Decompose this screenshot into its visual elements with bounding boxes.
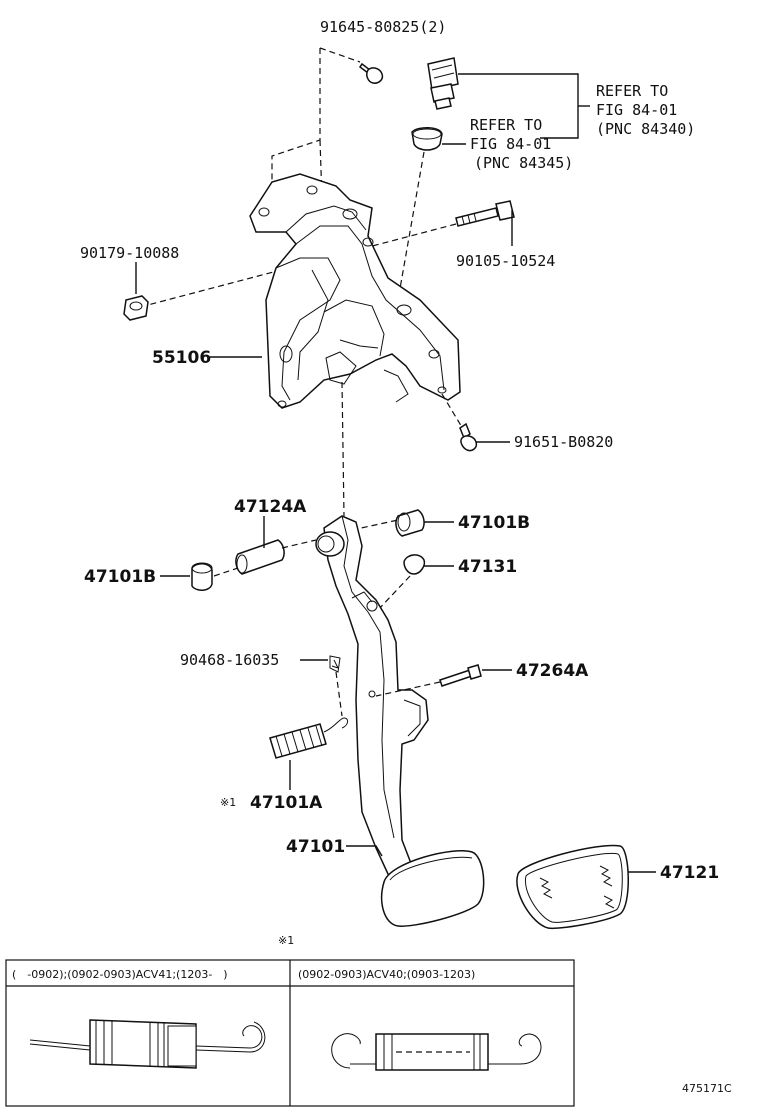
inset-right-header: (0902-0903)ACV40;(0903-1203) (298, 968, 475, 981)
label-91651: 91651-B0820 (514, 433, 613, 451)
label-47264a: 47264A (516, 661, 589, 681)
pin-47264a-icon (439, 664, 482, 687)
guide-cushion (397, 151, 425, 301)
guide-collar (281, 539, 317, 549)
pedal-bracket-55106-icon (249, 173, 461, 409)
collar-47124a-icon (235, 539, 285, 575)
clip-90468-icon (329, 655, 341, 673)
guide-bolt-left (271, 48, 321, 196)
label-refer2-b: FIG 84-01 (470, 135, 551, 153)
stopper-47131-icon (403, 554, 426, 575)
bushing-47101b-left-icon (191, 562, 213, 591)
label-refer1-a: REFER TO (596, 82, 668, 100)
switch-cushion-icon (411, 127, 443, 151)
label-90468: 90468-16035 (180, 651, 279, 669)
label-refer1-c: (PNC 84340) (596, 120, 695, 138)
label-90105: 90105-10524 (456, 252, 555, 270)
bolt-91651-icon (459, 422, 478, 452)
label-47101a-mark: ※1 (220, 796, 236, 809)
bolt-91645-icon (358, 62, 384, 84)
label-47101b-left: 47101B (84, 567, 156, 587)
inset-marker: ※1 (278, 934, 294, 947)
inset-left-header: ( -0902);(0902-0903)ACV41;(1203- ) (12, 968, 228, 981)
guide-clip (335, 671, 343, 717)
spring-variant-b-icon (331, 1033, 542, 1071)
label-47101: 47101 (286, 837, 345, 857)
label-47101b-right: 47101B (458, 513, 530, 533)
guide-bushing-left (213, 567, 239, 577)
pedal-pad-47121-icon (516, 844, 629, 930)
label-refer2-c: (PNC 84345) (474, 154, 573, 172)
label-47124a: 47124A (234, 497, 307, 517)
return-spring-47101a-icon (269, 717, 349, 759)
bushing-47101b-right-icon (395, 509, 425, 537)
figure-id: 475171C (682, 1082, 732, 1095)
label-90179: 90179-10088 (80, 244, 179, 262)
brake-pedal-arm-47101-icon (315, 515, 485, 927)
label-91645: 91645-80825(2) (320, 18, 446, 36)
guide-pin (375, 681, 441, 697)
guide-47131 (377, 575, 411, 611)
leader-47101 (346, 845, 383, 857)
label-47121: 47121 (660, 863, 719, 883)
guide-bushing-right (351, 519, 399, 531)
label-47101a: 47101A (250, 793, 323, 813)
label-refer2-a: REFER TO (470, 116, 542, 134)
label-47131: 47131 (458, 557, 517, 577)
spring-variant-a-icon (29, 1019, 266, 1069)
guide-pivot (341, 381, 345, 517)
stop-lamp-switch-icon (427, 57, 459, 110)
bolt-90105-icon (455, 200, 515, 227)
guide-91651 (441, 393, 467, 435)
label-refer1-b: FIG 84-01 (596, 101, 677, 119)
label-55106: 55106 (152, 348, 211, 368)
guide-bolt-top (319, 47, 361, 63)
nut-90179-icon (123, 295, 149, 321)
